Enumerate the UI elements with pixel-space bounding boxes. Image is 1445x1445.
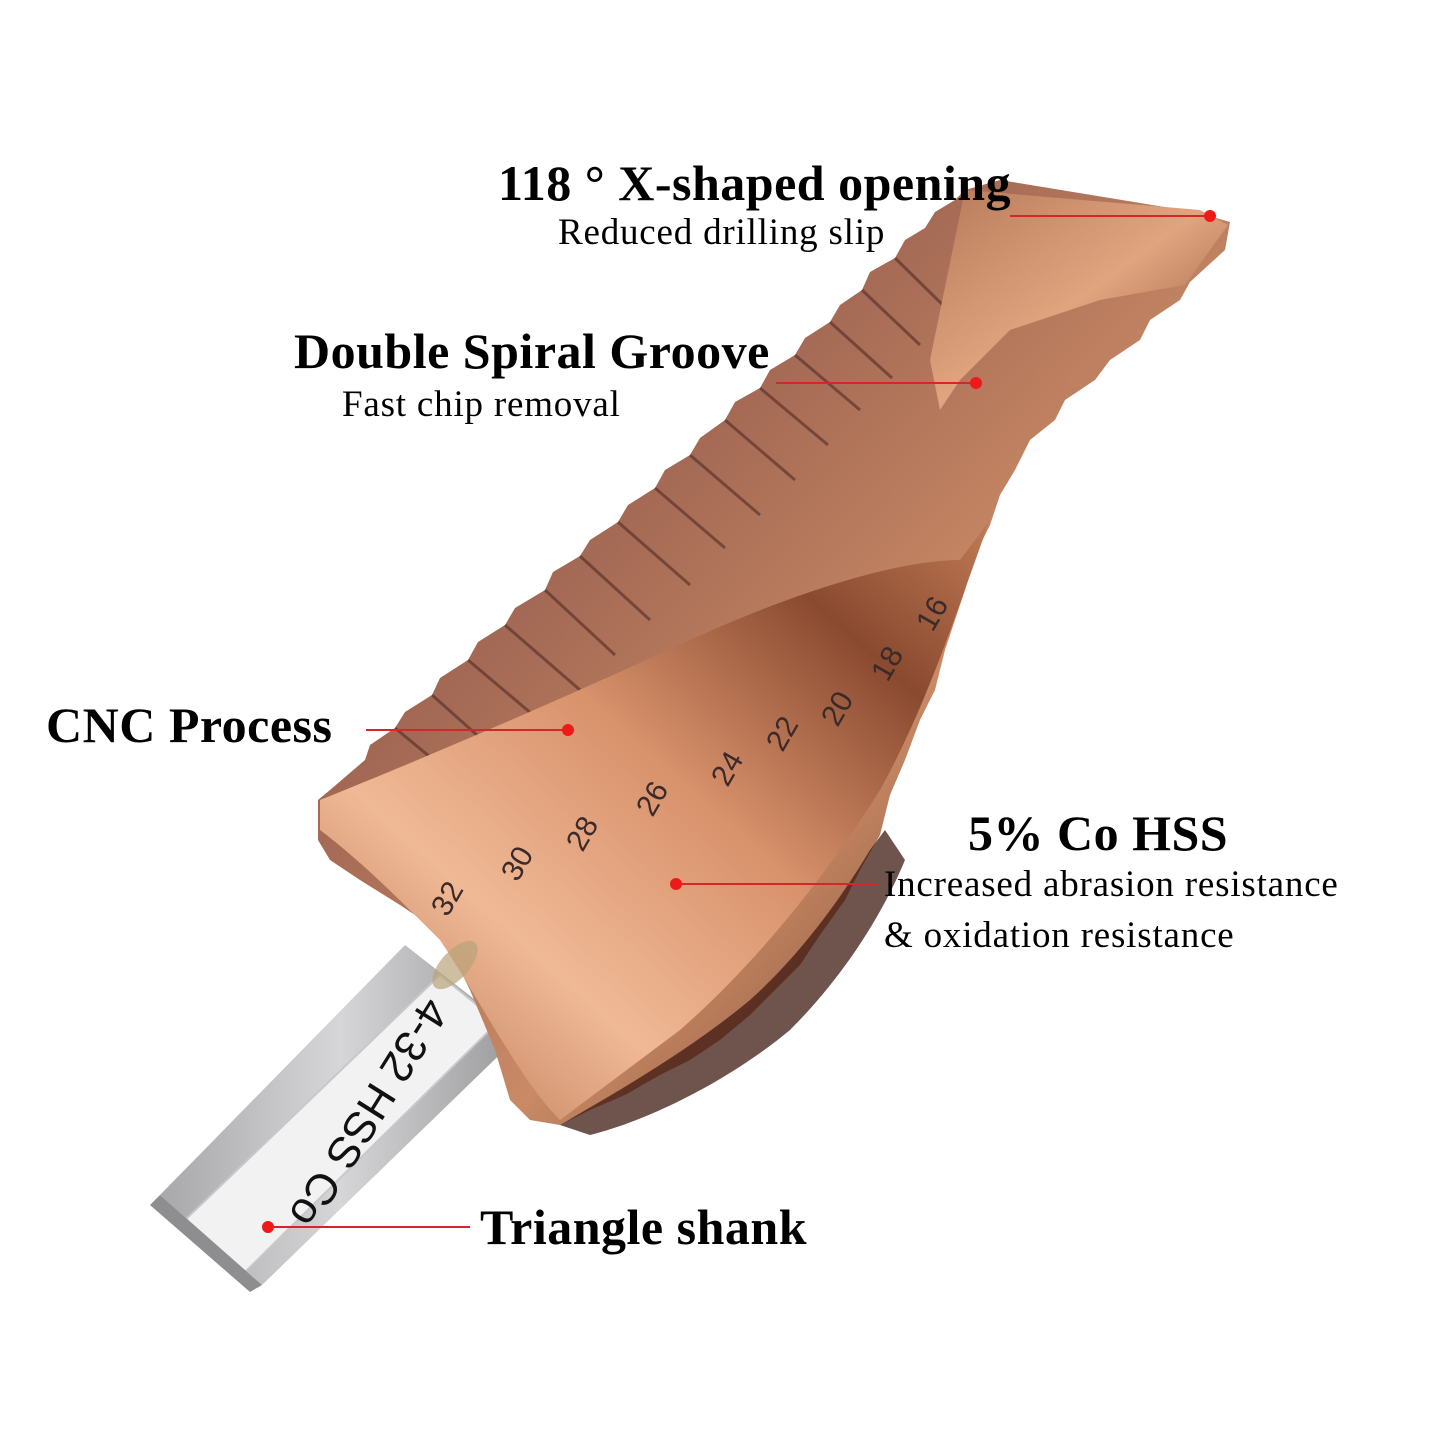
drill-body bbox=[318, 180, 1230, 1135]
callout-groove-dot bbox=[970, 377, 982, 389]
callout-shank-leader bbox=[268, 1226, 470, 1228]
callout-material-title: 5% Co HSS bbox=[968, 805, 1229, 861]
callout-material-subtitle: Increased abrasion resistance bbox=[884, 864, 1339, 905]
callout-tip-dot bbox=[1204, 210, 1216, 222]
callout-shank-dot bbox=[262, 1221, 274, 1233]
callout-tip-title: 118 ° X-shaped opening bbox=[498, 155, 1012, 211]
shank bbox=[150, 945, 520, 1292]
callout-material-dot bbox=[670, 878, 682, 890]
callout-cnc-title: CNC Process bbox=[46, 697, 333, 753]
callout-material-leader bbox=[676, 883, 878, 885]
callout-tip-subtitle: Reduced drilling slip bbox=[558, 212, 886, 253]
callout-groove-subtitle: Fast chip removal bbox=[342, 384, 621, 425]
callout-shank-title: Triangle shank bbox=[480, 1199, 807, 1255]
callout-groove-title: Double Spiral Groove bbox=[294, 323, 770, 379]
callout-groove-leader bbox=[776, 382, 976, 384]
callout-cnc-leader bbox=[366, 729, 568, 731]
callout-cnc-dot bbox=[562, 724, 574, 736]
callout-tip-leader bbox=[1010, 215, 1210, 217]
callout-material-subtitle-2: & oxidation resistance bbox=[884, 915, 1235, 956]
